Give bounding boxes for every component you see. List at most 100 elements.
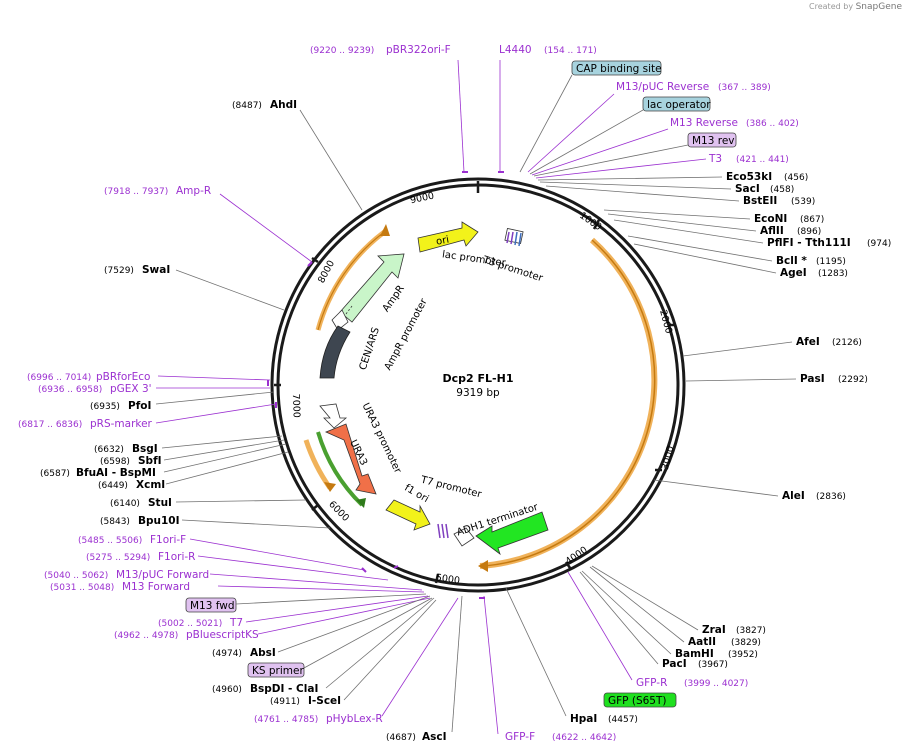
leader-lac-operator [529,109,644,175]
tick-mark-5000 [434,573,440,584]
enzyme-asci-pos: (4687) [386,733,416,743]
primer-f1ori-r-name: F1ori-R [158,551,195,563]
leader-pasi [685,378,797,382]
enzyme-bsgi-pos: (6632) [94,445,124,455]
enzyme-pflfi-name: PflFI - Tth111I [767,237,851,249]
primer-gfp-f-range: (4622 .. 4642) [552,733,616,743]
leader-t3 [535,158,707,179]
leader-gfp-f [483,595,499,735]
enzyme-alei-name: AleI [782,490,805,502]
marker-amp-r [307,261,313,267]
primer-f1ori-f-name: F1ori-F [150,534,186,546]
primer-t3-name: T3 [708,153,722,165]
enzyme-swai-name: SwaI [142,264,170,276]
orf-arc-right-head [478,560,488,572]
m13-fwd-box [185,597,237,613]
enzyme-bamhi-name: BamHI [675,648,714,660]
enzyme-aatii-name: AatII [688,636,716,648]
leader-saci [539,181,732,190]
lac-operator-label: lac operator [647,99,711,111]
leader-pfoi [155,391,275,405]
orf-arc-right-core [483,239,656,567]
primer-prs-marker-name: pRS-marker [90,418,153,430]
leader-bpu10i [181,519,331,529]
enzyme-zrai-name: ZraI [702,624,726,636]
promoter-cluster-bottom [437,523,449,539]
watermark-prefix: Created by [809,2,854,11]
primer-pbr322ori-f-range: (9220 .. 9239) [310,46,374,56]
enzyme-pasi-name: PasI [800,373,825,385]
enzyme-bamhi-pos: (3952) [728,650,758,660]
marker-f1ori-r [393,565,399,569]
enzyme-aatii-pos: (3829) [731,638,761,648]
primer-m13-reverse-range: (386 .. 402) [746,119,799,129]
leader-f1ori-r [197,555,389,581]
primer-l4440-range: (154 .. 171) [544,46,597,56]
enzyme-zrai-pos: (3827) [736,626,766,636]
primer-t7-name: T7 [229,617,243,629]
primer-pgex3-range: (6936 .. 6958) [38,385,102,395]
ura3-green-arc [316,431,364,507]
enzyme-sbfi-name: SbfI [138,455,162,467]
feature-ampr-dash [345,305,353,315]
leader-bfuai [163,443,287,473]
enzyme-stui-pos: (6140) [110,499,140,509]
enzyme-swai-pos: (7529) [104,266,134,276]
leader-m13-forward [217,585,425,593]
feature-cen-ars-label: CEN/ARS [358,326,382,372]
gfp-box-label: GFP (S65T) [608,695,666,707]
promoter-cluster-top [504,227,524,247]
lac-operator-box [642,96,711,112]
primer-pbr322ori-f-name: pBR322ori-F [386,44,451,56]
leader-phyblex-r [381,597,459,717]
enzyme-asci-name: AscI [422,731,447,743]
primer-m13-forward-name: M13 Forward [122,581,190,593]
enzyme-hpai-pos: (4457) [608,715,638,725]
leader-ks-primer [303,597,433,669]
leader-t7 [245,595,429,623]
ks-primer-label: KS primer [252,665,304,677]
leader-m13-fwd [235,593,427,605]
leader-m13-puc-reverse [527,93,615,173]
primer-l4440-name: L4440 [499,44,532,56]
leader-eco53ki [537,176,723,181]
enzyme-ahdi-name: AhdI [270,99,297,111]
leader-afei [682,341,793,357]
leader-alei [653,479,779,497]
m13-rev-label: M13 rev [692,135,735,147]
leader-pbr322ori-f [457,59,465,173]
leader-gfp-r [567,571,633,681]
enzyme-agei-name: AgeI [780,267,807,279]
leader-m13-reverse [531,128,669,176]
plasmid-name: Dcp2 FL-H1 [443,372,514,385]
enzyme-hpai-name: HpaI [570,713,597,725]
primer-prs-marker-range: (6817 .. 6836) [18,420,82,430]
leader-econi [603,209,751,220]
leader-m13-puc-forward [209,573,423,591]
cap-binding-site-box [571,60,662,76]
enzyme-pfoi-name: PfoI [128,400,151,412]
enzyme-saci-pos: (458) [770,185,794,195]
primer-m13-puc-reverse-name: M13/pUC Reverse [616,81,709,93]
enzyme-sbfi-pos: (6598) [100,457,130,467]
enzyme-eco53ki-name: Eco53kI [726,171,772,183]
primer-m13-puc-reverse-range: (367 .. 389) [718,83,771,93]
tick-label-5000: 5000 [435,572,460,586]
enzyme-afei-name: AfeI [796,336,820,348]
leader-bsteii [545,185,740,202]
enzyme-bfuai-pos: (6587) [40,469,70,479]
enzyme-bspdi-name: BspDI - ClaI [250,683,318,695]
primer-gfp-r-name: GFP-R [636,677,667,689]
leader-bsgi [161,435,283,449]
orf-arc-left-top-core [317,229,388,331]
primer-gfp-r-range: (3999 .. 4027) [684,679,748,689]
enzyme-bcli-name: BclI * [776,255,807,267]
primer-m13-puc-forward-range: (5040 .. 5062) [44,571,108,581]
leader-hpai [505,587,567,717]
feature-cen-ars-block [319,325,351,379]
enzyme-bsteii-pos: (539) [791,197,815,207]
enzyme-bspdi-pos: (4960) [212,685,242,695]
leader-m13-rev [533,144,689,177]
enzyme-pflfi-pos: (974) [867,239,891,249]
